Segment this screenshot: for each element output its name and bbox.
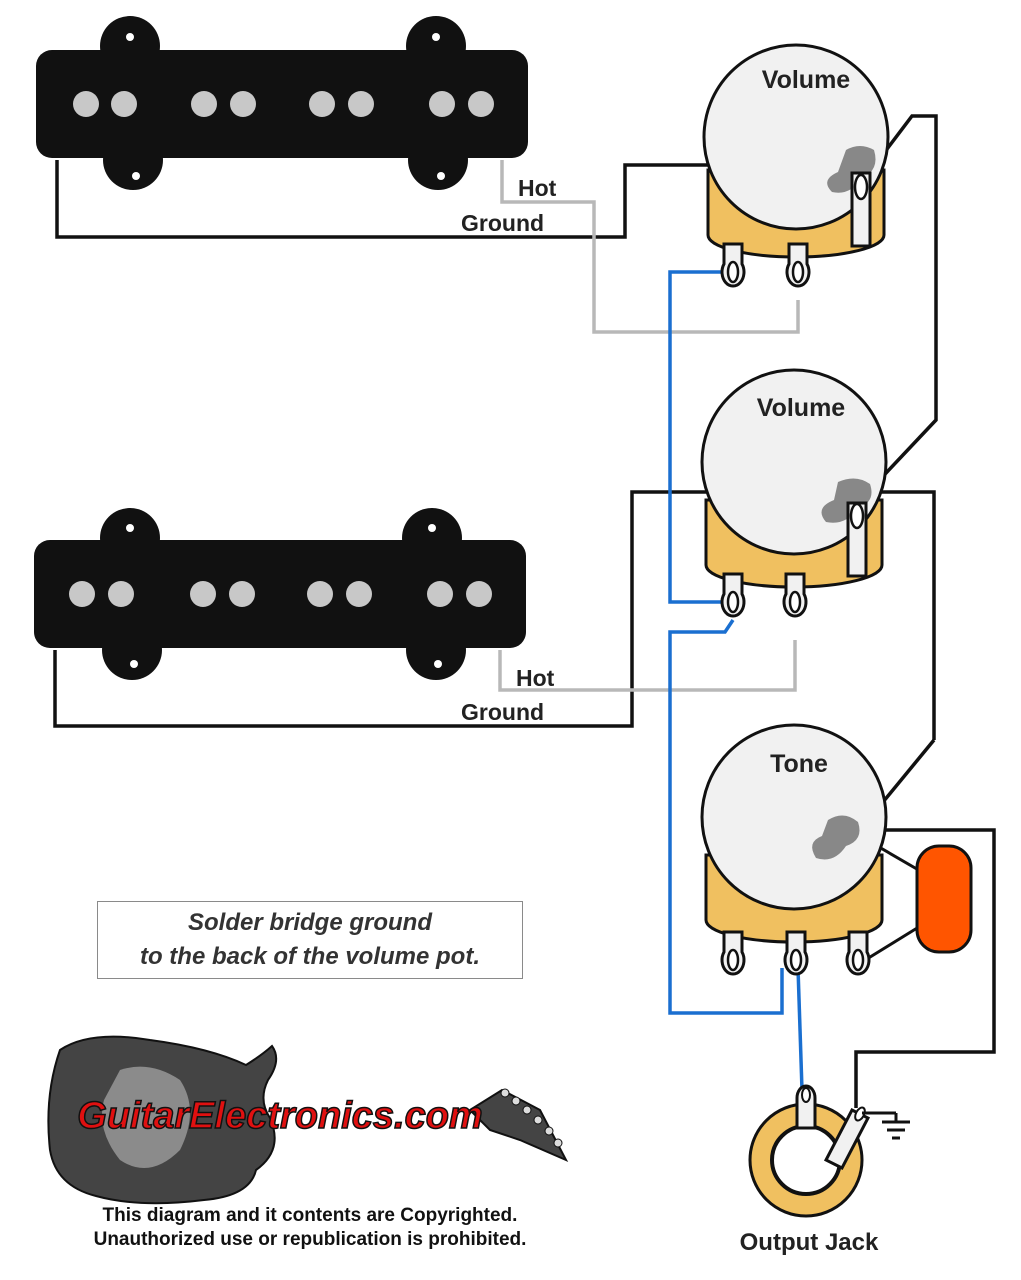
pole-pieces-bottom	[69, 581, 492, 607]
volume-middle-label: Volume	[757, 394, 846, 422]
blue-wire-volume	[668, 270, 733, 604]
ground-wire-bottom	[53, 490, 936, 740]
jack-ground-wire	[854, 828, 996, 1108]
tone-pot	[700, 723, 888, 976]
solder-blob	[821, 478, 872, 523]
logo-text: GuitarElectronics.com	[77, 1095, 482, 1137]
blue-wire-jack	[796, 967, 804, 1091]
volume-pot-middle	[700, 368, 888, 618]
copyright-line1: This diagram and it contents are Copyrig…	[102, 1205, 518, 1226]
copyright-line2: Unauthorized use or republication is pro…	[93, 1229, 527, 1250]
pickup-bottom	[34, 508, 526, 680]
ground-label-bottom: Ground	[461, 699, 544, 725]
ground-bus-wire	[860, 114, 938, 492]
tone-label: Tone	[770, 750, 828, 778]
solder-note-line1: Solder bridge ground	[188, 909, 432, 936]
pickup-top	[36, 16, 528, 190]
blue-wire-tone	[668, 619, 784, 1015]
pole-pieces-top	[73, 91, 494, 117]
volume-top-label: Volume	[762, 66, 851, 94]
ground-symbol-icon	[862, 1111, 910, 1140]
output-jack	[748, 1084, 871, 1218]
hot-label-top: Hot	[518, 175, 557, 201]
hot-wire-top	[500, 160, 800, 334]
solder-note-line2: to the back of the volume pot.	[139, 943, 481, 970]
capacitor-lead-bottom	[861, 923, 923, 964]
logo: GuitarElectronics.com	[47, 1035, 569, 1205]
ground-wire-top	[55, 160, 860, 239]
ground-label-top: Ground	[461, 210, 544, 236]
solder-note: Solder bridge ground to the back of the …	[97, 901, 523, 979]
output-jack-label: Output Jack	[740, 1229, 879, 1256]
volume-pot-top	[702, 43, 890, 288]
hot-label-bottom: Hot	[516, 665, 555, 691]
solder-blob	[827, 146, 876, 193]
hot-wire-bottom	[498, 640, 797, 692]
jack-sleeve-lug	[823, 1107, 871, 1171]
tone-capacitor	[915, 844, 973, 954]
solder-blob	[812, 815, 860, 860]
